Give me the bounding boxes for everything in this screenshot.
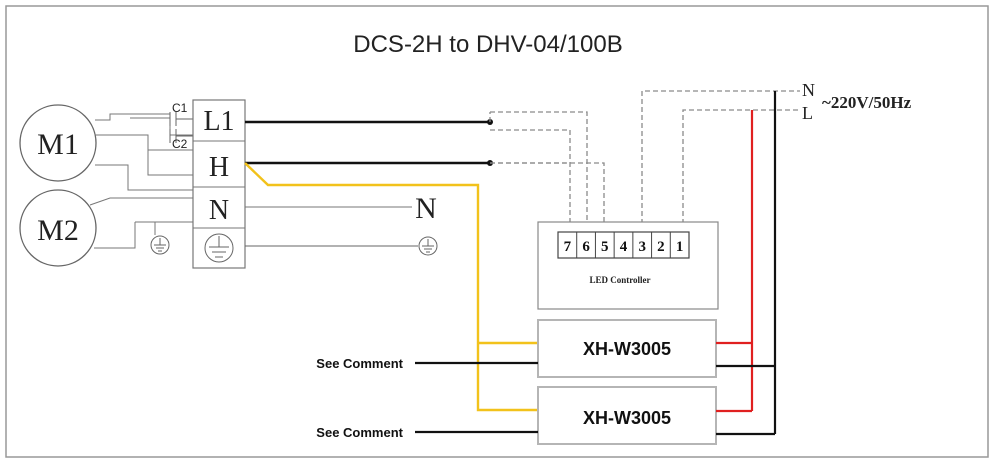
terminal-l1-label: L1	[203, 106, 234, 137]
led-controller-label: LED Controller	[589, 275, 650, 285]
led-terminal-2: 2	[657, 239, 665, 255]
motor-m2: M2	[19, 189, 97, 267]
power-supply: N L ~220V/50Hz	[802, 80, 912, 123]
power-n-label: N	[802, 80, 815, 100]
module-1-comment: See Comment	[316, 356, 403, 371]
neutral-label: N	[415, 192, 437, 225]
module-2: XH-W3005	[537, 386, 717, 445]
terminal-h-label: H	[209, 152, 229, 183]
motor-ground-icon	[150, 235, 170, 255]
motor-m1: M1	[19, 104, 97, 182]
capacitor-c1-label: C1	[172, 101, 188, 115]
diagram-title: DCS-2H to DHV-04/100B	[353, 31, 622, 58]
led-terminal-7: 7	[564, 239, 572, 255]
led-terminal-4: 4	[620, 239, 628, 255]
led-terminal-1: 1	[676, 239, 684, 255]
motor-m2-label: M2	[37, 214, 79, 247]
terminal-ground-icon	[204, 233, 234, 263]
led-terminal-3: 3	[638, 239, 646, 255]
terminal-block: L1 H N	[192, 99, 246, 269]
neutral-line: N	[245, 192, 437, 225]
power-spec-label: ~220V/50Hz	[822, 93, 912, 112]
h-yellow-wire	[244, 162, 538, 412]
diagram-frame	[5, 5, 989, 458]
led-controller-terminal-strip	[557, 231, 690, 259]
comment-wires	[415, 361, 538, 434]
module-power-wires	[716, 341, 775, 436]
controller-dashed-wires	[489, 90, 800, 232]
module-2-comment: See Comment	[316, 425, 403, 440]
motor-m1-label: M1	[37, 128, 79, 161]
led-terminal-5: 5	[601, 239, 609, 255]
module-2-label: XH-W3005	[583, 408, 671, 428]
capacitor-c1: C1	[169, 101, 193, 126]
neutral-ground-icon	[245, 236, 438, 256]
terminal-n-label: N	[209, 195, 229, 226]
led-terminal-6: 6	[582, 239, 590, 255]
capacitor-c2: C2	[169, 129, 193, 151]
power-l-label: L	[802, 103, 813, 123]
capacitor-c2-label: C2	[172, 137, 188, 151]
module-1: XH-W3005	[537, 319, 717, 378]
motor-wiring	[89, 113, 193, 249]
module-1-label: XH-W3005	[583, 339, 671, 359]
